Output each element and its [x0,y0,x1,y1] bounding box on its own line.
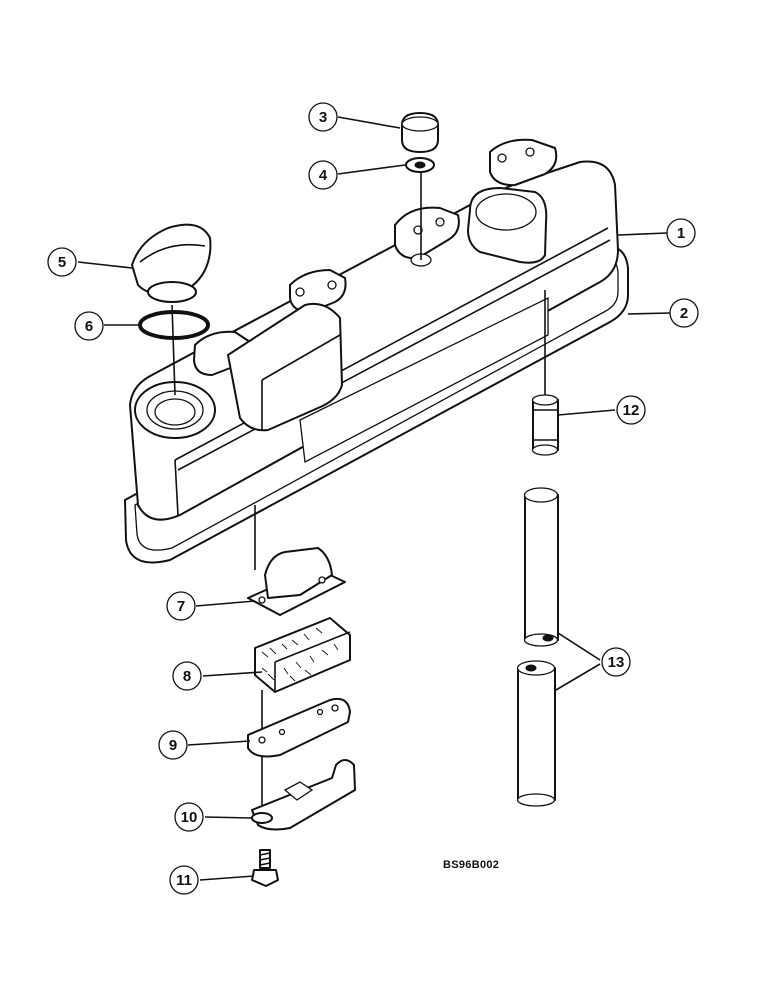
callout-11: 11 [169,865,199,895]
callout-2: 2 [669,298,699,328]
callout-12: 12 [616,395,646,425]
callout-3: 3 [308,102,338,132]
breather-hose-lower [516,660,556,807]
callout-label: 6 [85,318,93,335]
drawing-code: BS96B002 [443,859,499,871]
hose-fitting [531,394,559,456]
valve-cover [129,138,619,521]
callout-6: 6 [74,311,104,341]
callout-label: 2 [680,305,688,322]
callout-5: 5 [47,247,77,277]
callout-label: 3 [319,109,327,126]
callout-label: 12 [623,402,640,419]
callout-label: 7 [177,598,185,615]
callout-4: 4 [308,160,338,190]
callout-9: 9 [158,730,188,760]
explode-lines [171,170,546,820]
sealing-washer [405,157,435,173]
callout-label: 11 [176,872,192,889]
breather-filter-element [254,617,351,693]
breather-cover [247,547,346,616]
baffle-plate [247,697,351,758]
callout-7: 7 [166,591,196,621]
callout-label: 8 [183,668,191,685]
callout-label: 5 [58,254,66,271]
callout-8: 8 [172,661,202,691]
oil-filler-cap [131,223,212,303]
callout-13: 13 [601,647,631,677]
callout-label: 13 [608,654,625,671]
callout-10: 10 [174,802,204,832]
cap-nut [401,112,439,153]
mounting-bolt [251,849,279,887]
callout-label: 10 [181,809,198,826]
callout-label: 4 [319,167,328,184]
callout-label: 1 [677,225,685,242]
callout-label: 9 [169,737,177,754]
o-ring [138,310,210,340]
callout-1: 1 [666,218,696,248]
breather-hose-upper [523,487,559,647]
retainer-bracket [251,759,356,831]
leader-lines [77,116,671,881]
